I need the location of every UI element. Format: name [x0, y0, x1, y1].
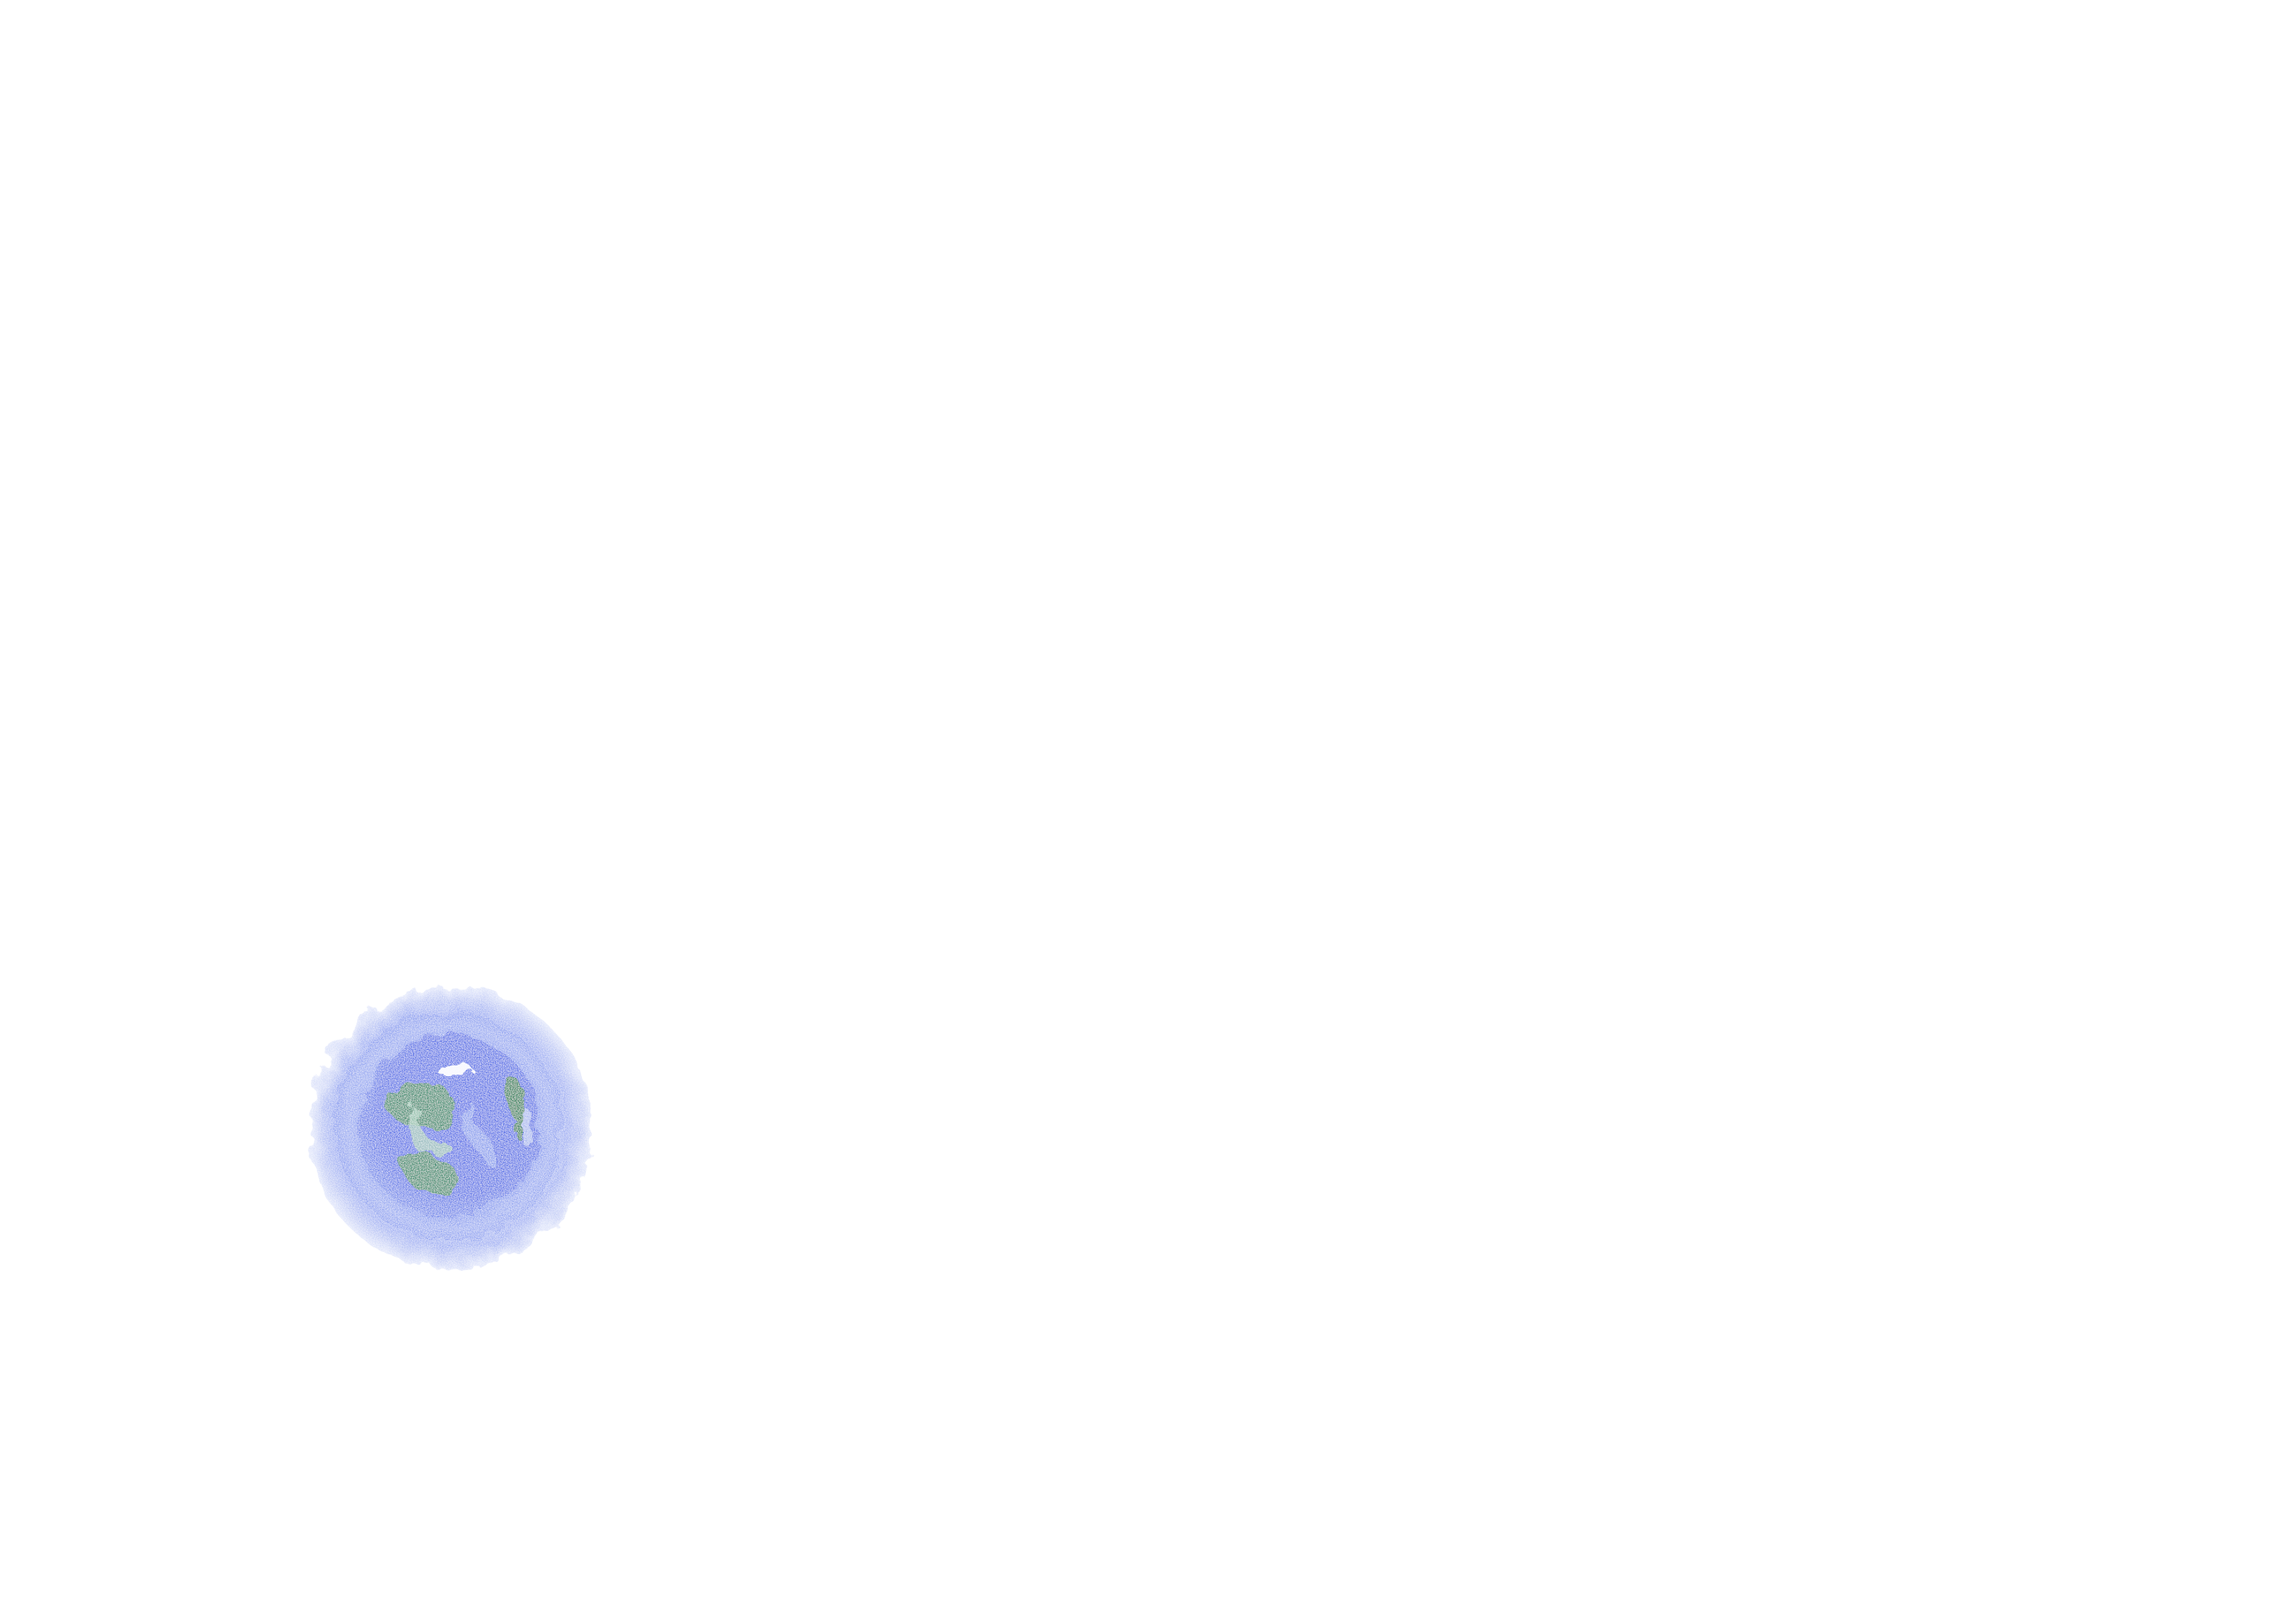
watercolor-globe — [309, 986, 592, 1269]
cloud — [437, 1064, 473, 1076]
continent-east — [503, 1075, 523, 1137]
continent-pale-coast — [408, 1104, 451, 1156]
continent-east-pale — [522, 1106, 533, 1146]
continent-west-north — [385, 1086, 455, 1129]
continent-west-south — [399, 1153, 459, 1194]
landmass-central-pale — [463, 1100, 497, 1167]
